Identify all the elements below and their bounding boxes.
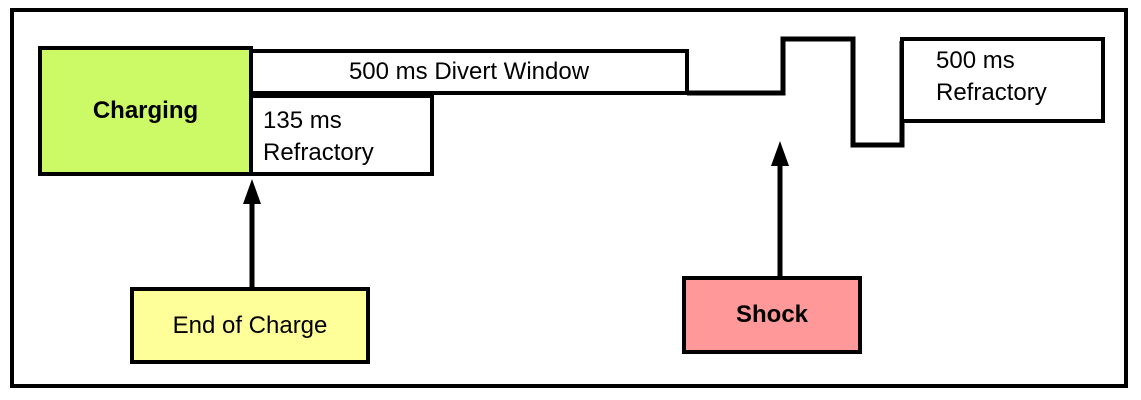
divert-window-box: 500 ms Divert Window xyxy=(249,49,689,95)
refractory-135-label-line2: Refractory xyxy=(263,139,374,166)
end-of-charge-box: End of Charge xyxy=(130,287,370,364)
charging-label: Charging xyxy=(92,97,199,124)
refractory-135-box: 135 ms Refractory xyxy=(249,94,434,176)
shock-label: Shock xyxy=(735,301,809,328)
refractory-500-box: 500 ms Refractory xyxy=(900,37,1105,123)
refractory-500-label-line2: Refractory xyxy=(936,79,1047,106)
divert-window-label: 500 ms Divert Window xyxy=(348,58,590,85)
end-of-charge-arrow xyxy=(243,179,261,287)
shock-arrow xyxy=(771,141,789,276)
charging-box: Charging xyxy=(38,46,253,176)
refractory-500-label-line1: 500 ms xyxy=(936,47,1015,74)
timeline-step-line xyxy=(687,36,905,148)
shock-box: Shock xyxy=(682,276,862,354)
end-of-charge-label: End of Charge xyxy=(172,311,328,339)
refractory-135-label-line1: 135 ms xyxy=(263,107,342,134)
diagram-frame xyxy=(10,8,1128,388)
